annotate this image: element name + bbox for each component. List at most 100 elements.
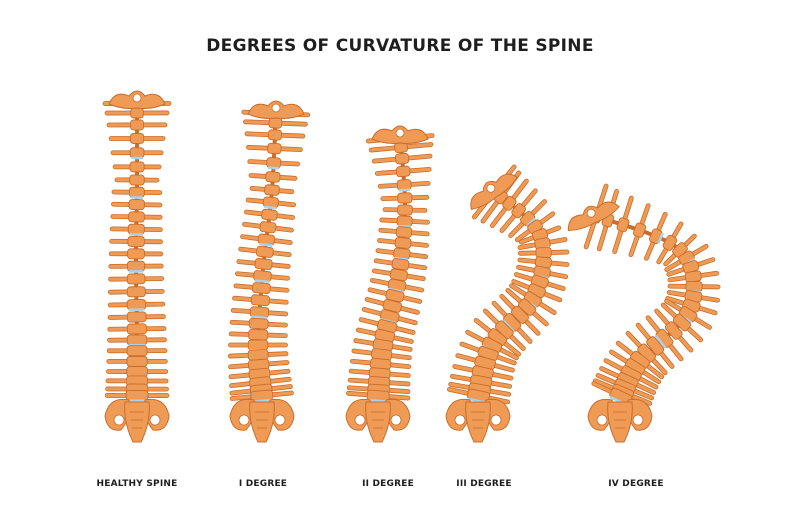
- vertebra: [358, 317, 416, 335]
- vertebra: [244, 129, 306, 141]
- vertebra: [108, 260, 164, 273]
- intervertebral-disc: [267, 166, 280, 170]
- sacrum: [365, 401, 391, 443]
- vertebra: [625, 330, 668, 376]
- vertebra: [108, 133, 166, 144]
- vertebra: [382, 204, 428, 216]
- vertebra: [234, 270, 290, 284]
- sacrum: [607, 401, 633, 443]
- vertebra: [361, 307, 418, 326]
- atlas-vertebra: [470, 173, 518, 210]
- diagram-title: DEGREES OF CURVATURE OF THE SPINE: [206, 36, 594, 56]
- vertebra: [364, 297, 420, 315]
- vertebra: [106, 119, 168, 131]
- intervertebral-disc: [128, 270, 144, 273]
- spine-second: [345, 125, 435, 443]
- vertebra: [609, 349, 662, 385]
- intervertebral-disc: [254, 279, 270, 284]
- vertebra: [374, 165, 432, 178]
- pelvis: [229, 398, 295, 443]
- vertebra: [654, 308, 694, 353]
- vertebra: [108, 248, 164, 260]
- atlas-vertebra: [371, 125, 429, 144]
- vertebra: [228, 329, 288, 341]
- vertebra: [106, 355, 168, 367]
- atlas-vertebra: [567, 201, 620, 231]
- pelvis: [345, 398, 411, 443]
- vertebra: [351, 348, 412, 361]
- vertebra: [107, 311, 166, 323]
- vertebra: [110, 147, 164, 160]
- vertebra: [368, 141, 434, 154]
- vertebra: [489, 178, 529, 228]
- intervertebral-disc: [129, 233, 144, 236]
- spine-healthy: [102, 90, 172, 443]
- vertebra: [104, 107, 170, 119]
- vertebra: [108, 273, 165, 285]
- intervertebral-disc: [130, 196, 144, 199]
- vertebra: [645, 315, 684, 362]
- vertebra: [348, 367, 411, 381]
- vertebra: [107, 286, 165, 298]
- vertebra: [635, 322, 675, 369]
- vertebra: [367, 287, 423, 304]
- vertebra: [246, 142, 303, 155]
- caption-second-degree: II DEGREE: [362, 479, 414, 489]
- vertebra: [114, 174, 160, 186]
- vertebra: [111, 199, 163, 211]
- vertebra: [514, 211, 556, 243]
- vertebra: [660, 302, 704, 343]
- vertebra: [230, 306, 289, 320]
- vertebra: [508, 199, 547, 238]
- vertebra: [517, 247, 570, 259]
- spine-third: [445, 164, 570, 443]
- caption-first-degree: I DEGREE: [238, 479, 288, 489]
- vertebra: [233, 282, 290, 295]
- vertebra: [229, 389, 294, 404]
- vertebra: [110, 211, 163, 223]
- intervertebral-disc: [128, 308, 145, 312]
- vertebra: [106, 345, 168, 357]
- atlas-vertebra: [247, 100, 305, 119]
- vertebra: [373, 258, 427, 271]
- vertebra: [247, 157, 301, 170]
- sacrum: [465, 401, 491, 443]
- intervertebral-disc: [654, 334, 667, 349]
- vertebra: [517, 256, 570, 269]
- vertebra: [232, 294, 289, 307]
- intervertebral-disc: [263, 205, 277, 210]
- vertebra: [663, 233, 697, 267]
- vertebra: [245, 196, 297, 210]
- vertebra: [371, 152, 433, 165]
- pelvis: [445, 398, 511, 443]
- vertebra: [111, 186, 163, 199]
- vertebra: [107, 298, 166, 312]
- vertebra: [473, 317, 522, 357]
- vertebra: [371, 268, 426, 282]
- vertebra: [104, 390, 170, 403]
- vertebra: [491, 300, 533, 344]
- spine-first: [227, 100, 311, 443]
- intervertebral-disc: [131, 156, 143, 160]
- vertebra: [499, 188, 538, 233]
- spine-fourth: [567, 183, 721, 443]
- vertebra: [378, 226, 430, 238]
- vertebra: [377, 179, 431, 192]
- vertebra: [238, 245, 292, 258]
- vertebra: [643, 211, 668, 261]
- atlas-vertebra: [108, 90, 166, 109]
- sacrum: [249, 401, 275, 443]
- vertebra: [112, 161, 162, 173]
- intervertebral-disc: [398, 188, 411, 192]
- intervertebral-disc: [258, 242, 273, 247]
- vertebra: [109, 236, 163, 248]
- vertebra: [227, 349, 289, 361]
- vertebra: [656, 221, 684, 265]
- vertebra: [248, 171, 298, 183]
- vertebra: [107, 323, 167, 335]
- vertebra: [240, 233, 293, 247]
- vertebra: [666, 257, 716, 277]
- pelvis: [104, 398, 170, 443]
- vertebra: [242, 221, 294, 234]
